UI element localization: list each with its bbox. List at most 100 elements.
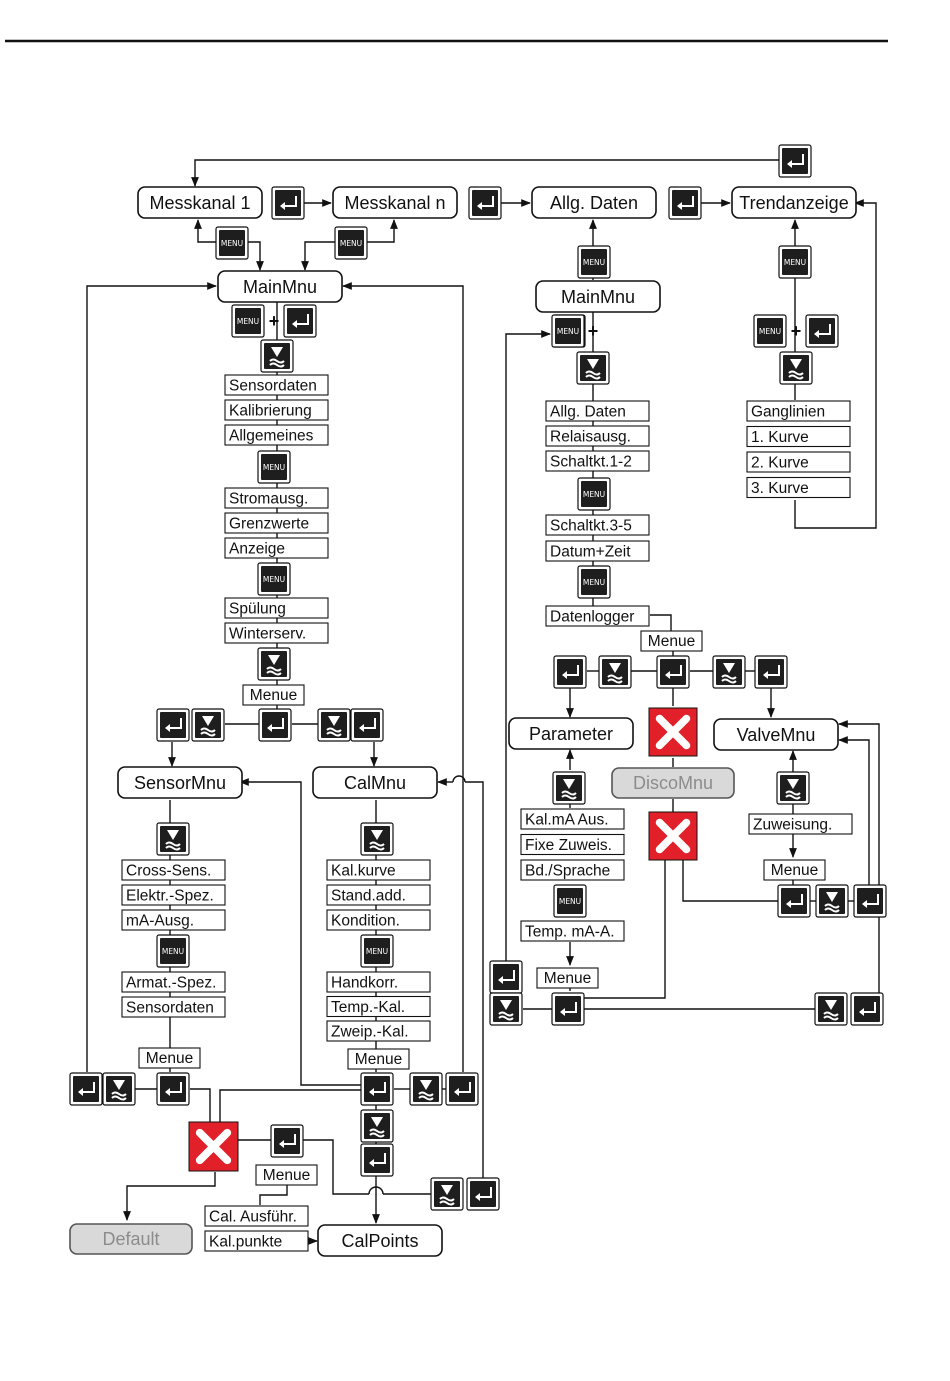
- enter-key-icon[interactable]: [360, 1072, 394, 1106]
- enter-key-icon[interactable]: [777, 884, 811, 918]
- node-trendanzeige[interactable]: Trendanzeige: [731, 186, 857, 219]
- menu-key-icon[interactable]: MENU: [257, 562, 291, 596]
- menu-item-cal[interactable]: Kal.kurve: [326, 859, 431, 881]
- node-mainmnu-left[interactable]: MainMnu: [217, 270, 343, 303]
- enter-key-icon[interactable]: [553, 655, 587, 689]
- menu-item-cal[interactable]: Temp.-Kal.: [326, 995, 431, 1018]
- menu-key-icon[interactable]: MENU: [753, 314, 787, 348]
- scroll-down-key-icon[interactable]: [489, 992, 523, 1026]
- enter-key-icon[interactable]: [445, 1072, 479, 1106]
- scroll-down-key-icon[interactable]: [814, 992, 848, 1026]
- enter-key-icon[interactable]: [258, 708, 292, 742]
- scroll-down-key-icon[interactable]: [260, 339, 294, 373]
- scroll-down-key-icon[interactable]: [576, 351, 610, 385]
- enter-key-icon[interactable]: [156, 708, 190, 742]
- menu-item-main-left[interactable]: Grenzwerte: [224, 512, 329, 534]
- enter-key-icon[interactable]: [668, 186, 702, 220]
- node-parameter[interactable]: Parameter: [508, 717, 634, 750]
- enter-key-icon[interactable]: [350, 708, 384, 742]
- menu-item-sensor[interactable]: mA-Ausg.: [121, 909, 226, 931]
- menu-item-parameter[interactable]: Fixe Zuweis.: [520, 833, 625, 856]
- menu-item-main-right[interactable]: Allg. Daten: [545, 400, 650, 422]
- menu-item-main-right[interactable]: Schaltkt.3-5: [545, 514, 650, 536]
- menu-item-sensor[interactable]: Cross-Sens.: [121, 859, 226, 881]
- scroll-down-key-icon[interactable]: [102, 1072, 136, 1106]
- cancel-x-icon[interactable]: [188, 1121, 239, 1172]
- menu-item-parameter[interactable]: Temp. mA-A.: [520, 920, 625, 942]
- scroll-down-key-icon[interactable]: [360, 822, 394, 856]
- menu-key-icon[interactable]: MENU: [231, 304, 265, 338]
- enter-key-icon[interactable]: [270, 1124, 304, 1158]
- menu-key-icon[interactable]: MENU: [553, 884, 587, 918]
- enter-key-icon[interactable]: [360, 1143, 394, 1177]
- scroll-down-key-icon[interactable]: [191, 708, 225, 742]
- menu-item-sensor[interactable]: Elektr.-Spez.: [121, 884, 226, 906]
- menu-item-valve[interactable]: Zuweisung.: [748, 813, 853, 835]
- scroll-down-key-icon[interactable]: [815, 884, 849, 918]
- menu-key-icon[interactable]: MENU: [156, 934, 190, 968]
- menu-key-icon[interactable]: MENU: [334, 226, 368, 260]
- enter-key-icon[interactable]: [283, 304, 317, 338]
- menu-item-parameter[interactable]: Kal.mA Aus.: [520, 808, 625, 830]
- node-messkanal-1[interactable]: Messkanal 1: [137, 186, 263, 219]
- menu-item-main-left[interactable]: Winterserv.: [224, 622, 329, 644]
- menu-item-cal[interactable]: Kondition.: [326, 909, 431, 931]
- menu-item-main-left[interactable]: Kalibrierung: [224, 399, 329, 421]
- menu-key-icon[interactable]: MENU: [577, 477, 611, 511]
- enter-key-icon[interactable]: [551, 992, 585, 1026]
- menu-item-main-left[interactable]: Allgemeines: [224, 424, 329, 446]
- node-allg-daten[interactable]: Allg. Daten: [531, 186, 657, 219]
- enter-key-icon[interactable]: [754, 655, 788, 689]
- scroll-down-key-icon[interactable]: [257, 647, 291, 681]
- menu-item-sensor[interactable]: Sensordaten: [121, 996, 226, 1018]
- menu-item-main-left[interactable]: Sensordaten: [224, 374, 329, 396]
- enter-key-icon[interactable]: [850, 992, 884, 1026]
- menu-key-icon[interactable]: MENU: [778, 245, 812, 279]
- menu-item-trend[interactable]: 2. Kurve: [746, 451, 851, 473]
- enter-key-icon[interactable]: [466, 1177, 500, 1211]
- menu-item-main-left[interactable]: Anzeige: [224, 537, 329, 559]
- menu-item-trend[interactable]: 1. Kurve: [746, 425, 851, 448]
- menu-item-cal[interactable]: Stand.add.: [326, 884, 431, 906]
- node-messkanal-n[interactable]: Messkanal n: [332, 186, 458, 219]
- scroll-down-key-icon[interactable]: [779, 351, 813, 385]
- menu-item-main-right[interactable]: Schaltkt.1-2: [545, 450, 650, 472]
- scroll-down-key-icon[interactable]: [552, 771, 586, 805]
- menu-item-main-left[interactable]: Spülung: [224, 597, 329, 619]
- menu-item-cal[interactable]: Handkorr.: [326, 971, 431, 993]
- menu-item-sensor[interactable]: Armat.-Spez.: [121, 971, 226, 993]
- menu-key-icon[interactable]: MENU: [215, 226, 249, 260]
- menu-item-calpoints[interactable]: Cal. Ausführ.: [204, 1205, 309, 1227]
- scroll-down-key-icon[interactable]: [317, 708, 351, 742]
- scroll-down-key-icon[interactable]: [409, 1072, 443, 1106]
- enter-key-icon[interactable]: [271, 186, 305, 220]
- menu-key-icon[interactable]: MENU: [551, 314, 585, 348]
- menu-item-trend[interactable]: 3. Kurve: [746, 476, 851, 499]
- scroll-down-key-icon[interactable]: [360, 1109, 394, 1143]
- menu-key-icon[interactable]: MENU: [577, 245, 611, 279]
- cancel-x-icon[interactable]: [648, 811, 698, 861]
- scroll-down-key-icon[interactable]: [712, 655, 746, 689]
- scroll-down-key-icon[interactable]: [430, 1177, 464, 1211]
- enter-key-icon[interactable]: [656, 655, 690, 689]
- menu-key-icon[interactable]: MENU: [577, 565, 611, 599]
- enter-key-icon[interactable]: [853, 884, 887, 918]
- menu-item-cal[interactable]: Zweip.-Kal.: [326, 1020, 431, 1042]
- enter-key-icon[interactable]: [489, 960, 523, 994]
- node-valvemnu[interactable]: ValveMnu: [713, 718, 839, 751]
- menu-item-main-right[interactable]: Relaisausg.: [545, 425, 650, 447]
- menu-item-main-right[interactable]: Datum+Zeit: [545, 540, 650, 562]
- menu-item-trend[interactable]: Ganglinien: [746, 400, 851, 422]
- scroll-down-key-icon[interactable]: [156, 822, 190, 856]
- enter-key-icon[interactable]: [778, 144, 812, 178]
- enter-key-icon[interactable]: [69, 1072, 103, 1106]
- node-mainmnu-right[interactable]: MainMnu: [535, 280, 661, 313]
- menu-item-calpoints[interactable]: Kal.punkte: [204, 1230, 309, 1252]
- scroll-down-key-icon[interactable]: [776, 771, 810, 805]
- menu-item-main-left[interactable]: Stromausg.: [224, 487, 329, 509]
- menu-item-parameter[interactable]: Bd./Sprache: [520, 859, 625, 881]
- node-calpoints[interactable]: CalPoints: [317, 1224, 443, 1257]
- menu-key-icon[interactable]: MENU: [360, 934, 394, 968]
- enter-key-icon[interactable]: [805, 314, 839, 348]
- enter-key-icon[interactable]: [156, 1072, 190, 1106]
